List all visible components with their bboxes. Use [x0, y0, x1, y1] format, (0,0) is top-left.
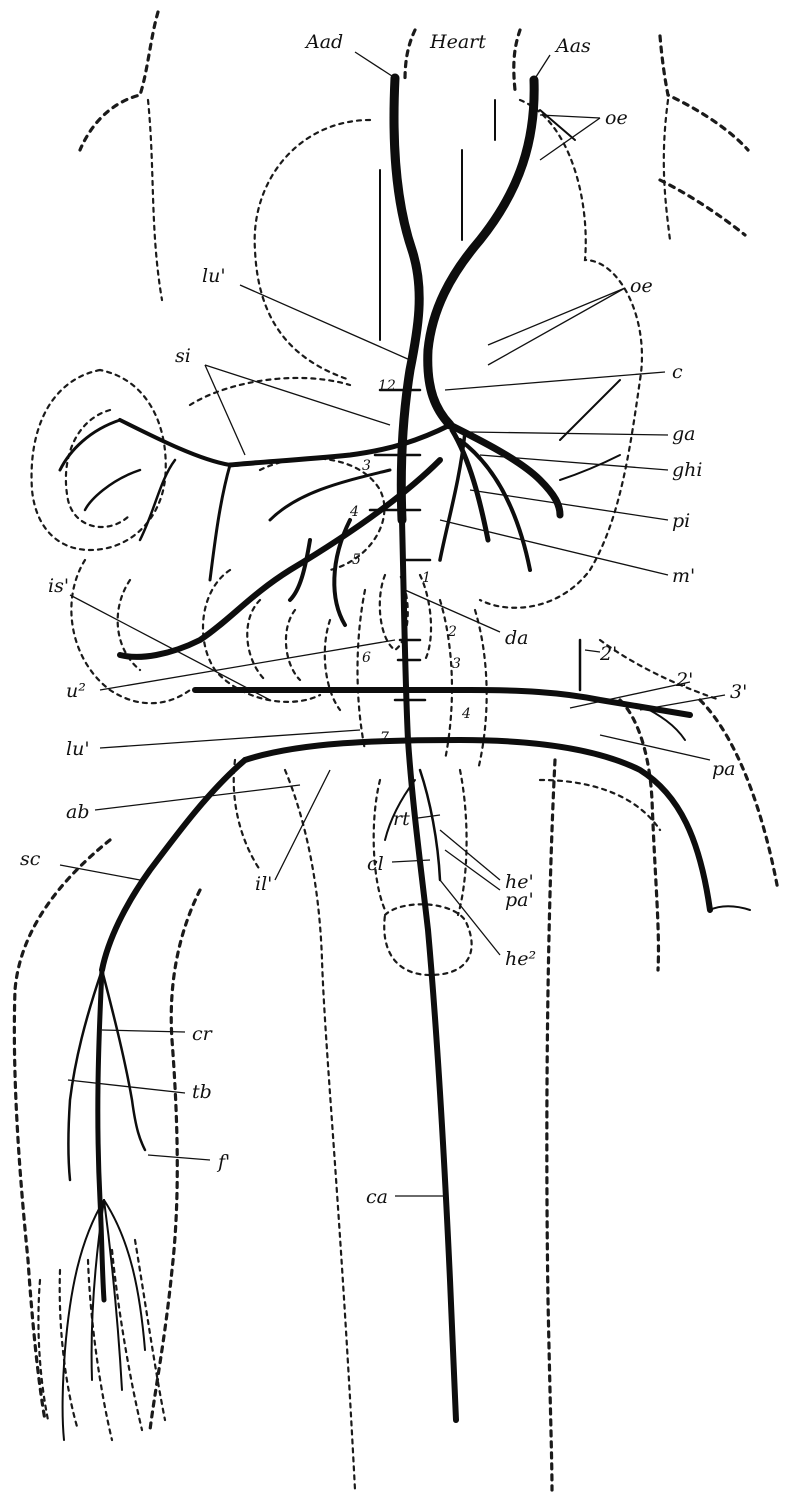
gastric-trunk [227, 422, 453, 468]
label-he1: he' [505, 871, 534, 893]
label-ab: ab [66, 801, 90, 823]
organ-outlines [30, 98, 722, 977]
label-lu1-top: lu' [202, 265, 226, 287]
label-tb: tb [192, 1081, 212, 1103]
label-pa1: pa' [505, 889, 534, 911]
label-pa: pa [712, 758, 736, 780]
right-aortic-arch [389, 73, 424, 525]
arteries [58, 73, 751, 1441]
label-aas: Aas [554, 35, 591, 57]
label-u2: u² [66, 680, 86, 702]
mesenteric-artery [117, 457, 443, 660]
label-il1: il' [255, 873, 272, 895]
label-rt: rt [393, 808, 410, 830]
label-si: si [175, 345, 191, 367]
segment-number-3b: 3 [452, 656, 461, 672]
label-c: c [672, 361, 683, 383]
label-aad: Aad [304, 31, 343, 53]
label-cl: cl [367, 853, 384, 875]
label-heart: Heart [429, 31, 486, 53]
label-3prime: 3' [730, 681, 747, 703]
left-aortic-arch [423, 75, 539, 430]
segment-number-12: 12 [378, 378, 396, 394]
segment-number-3a: 3 [362, 458, 371, 474]
label-pi: pi [672, 510, 690, 532]
segment-number-5a: 5 [352, 552, 361, 568]
segment-number-6: 6 [362, 650, 371, 666]
label-cr: cr [192, 1023, 214, 1045]
body-outline [12, 10, 780, 1492]
label-f1: f' [216, 1151, 230, 1173]
segment-number-7: 7 [380, 730, 389, 746]
label-lu1-low: lu' [66, 738, 90, 760]
segment-number-4a: 4 [349, 504, 359, 520]
label-sc: sc [20, 848, 41, 870]
label-2prime: 2' [599, 643, 617, 665]
segment-number-4b: 4 [461, 706, 471, 722]
label-m1: m' [672, 565, 695, 587]
leader-lines [59, 51, 726, 1197]
femoral-artery [95, 967, 107, 1303]
label-2prime-b: 2' [675, 669, 693, 691]
segment-number-2: 2 [447, 624, 457, 640]
label-ghi: ghi [672, 459, 702, 481]
sciatic-artery [99, 757, 248, 973]
iliac-arch [242, 737, 713, 913]
dorsal-aorta [399, 517, 459, 1423]
label-he2: he² [505, 948, 536, 970]
label-is1: is' [48, 575, 69, 597]
label-oe-top: oe [605, 107, 628, 129]
coeliac-artery [446, 421, 564, 519]
label-ga: ga [672, 423, 696, 445]
labels: Aad Heart Aas oe oe lu' si c ga ghi pi m… [20, 31, 747, 1208]
label-ca: ca [366, 1186, 388, 1208]
posterior-mesenteric-arch [192, 686, 693, 718]
segment-number-1: 1 [422, 570, 431, 586]
label-da: da [505, 627, 529, 649]
label-oe-mid: oe [630, 275, 653, 297]
